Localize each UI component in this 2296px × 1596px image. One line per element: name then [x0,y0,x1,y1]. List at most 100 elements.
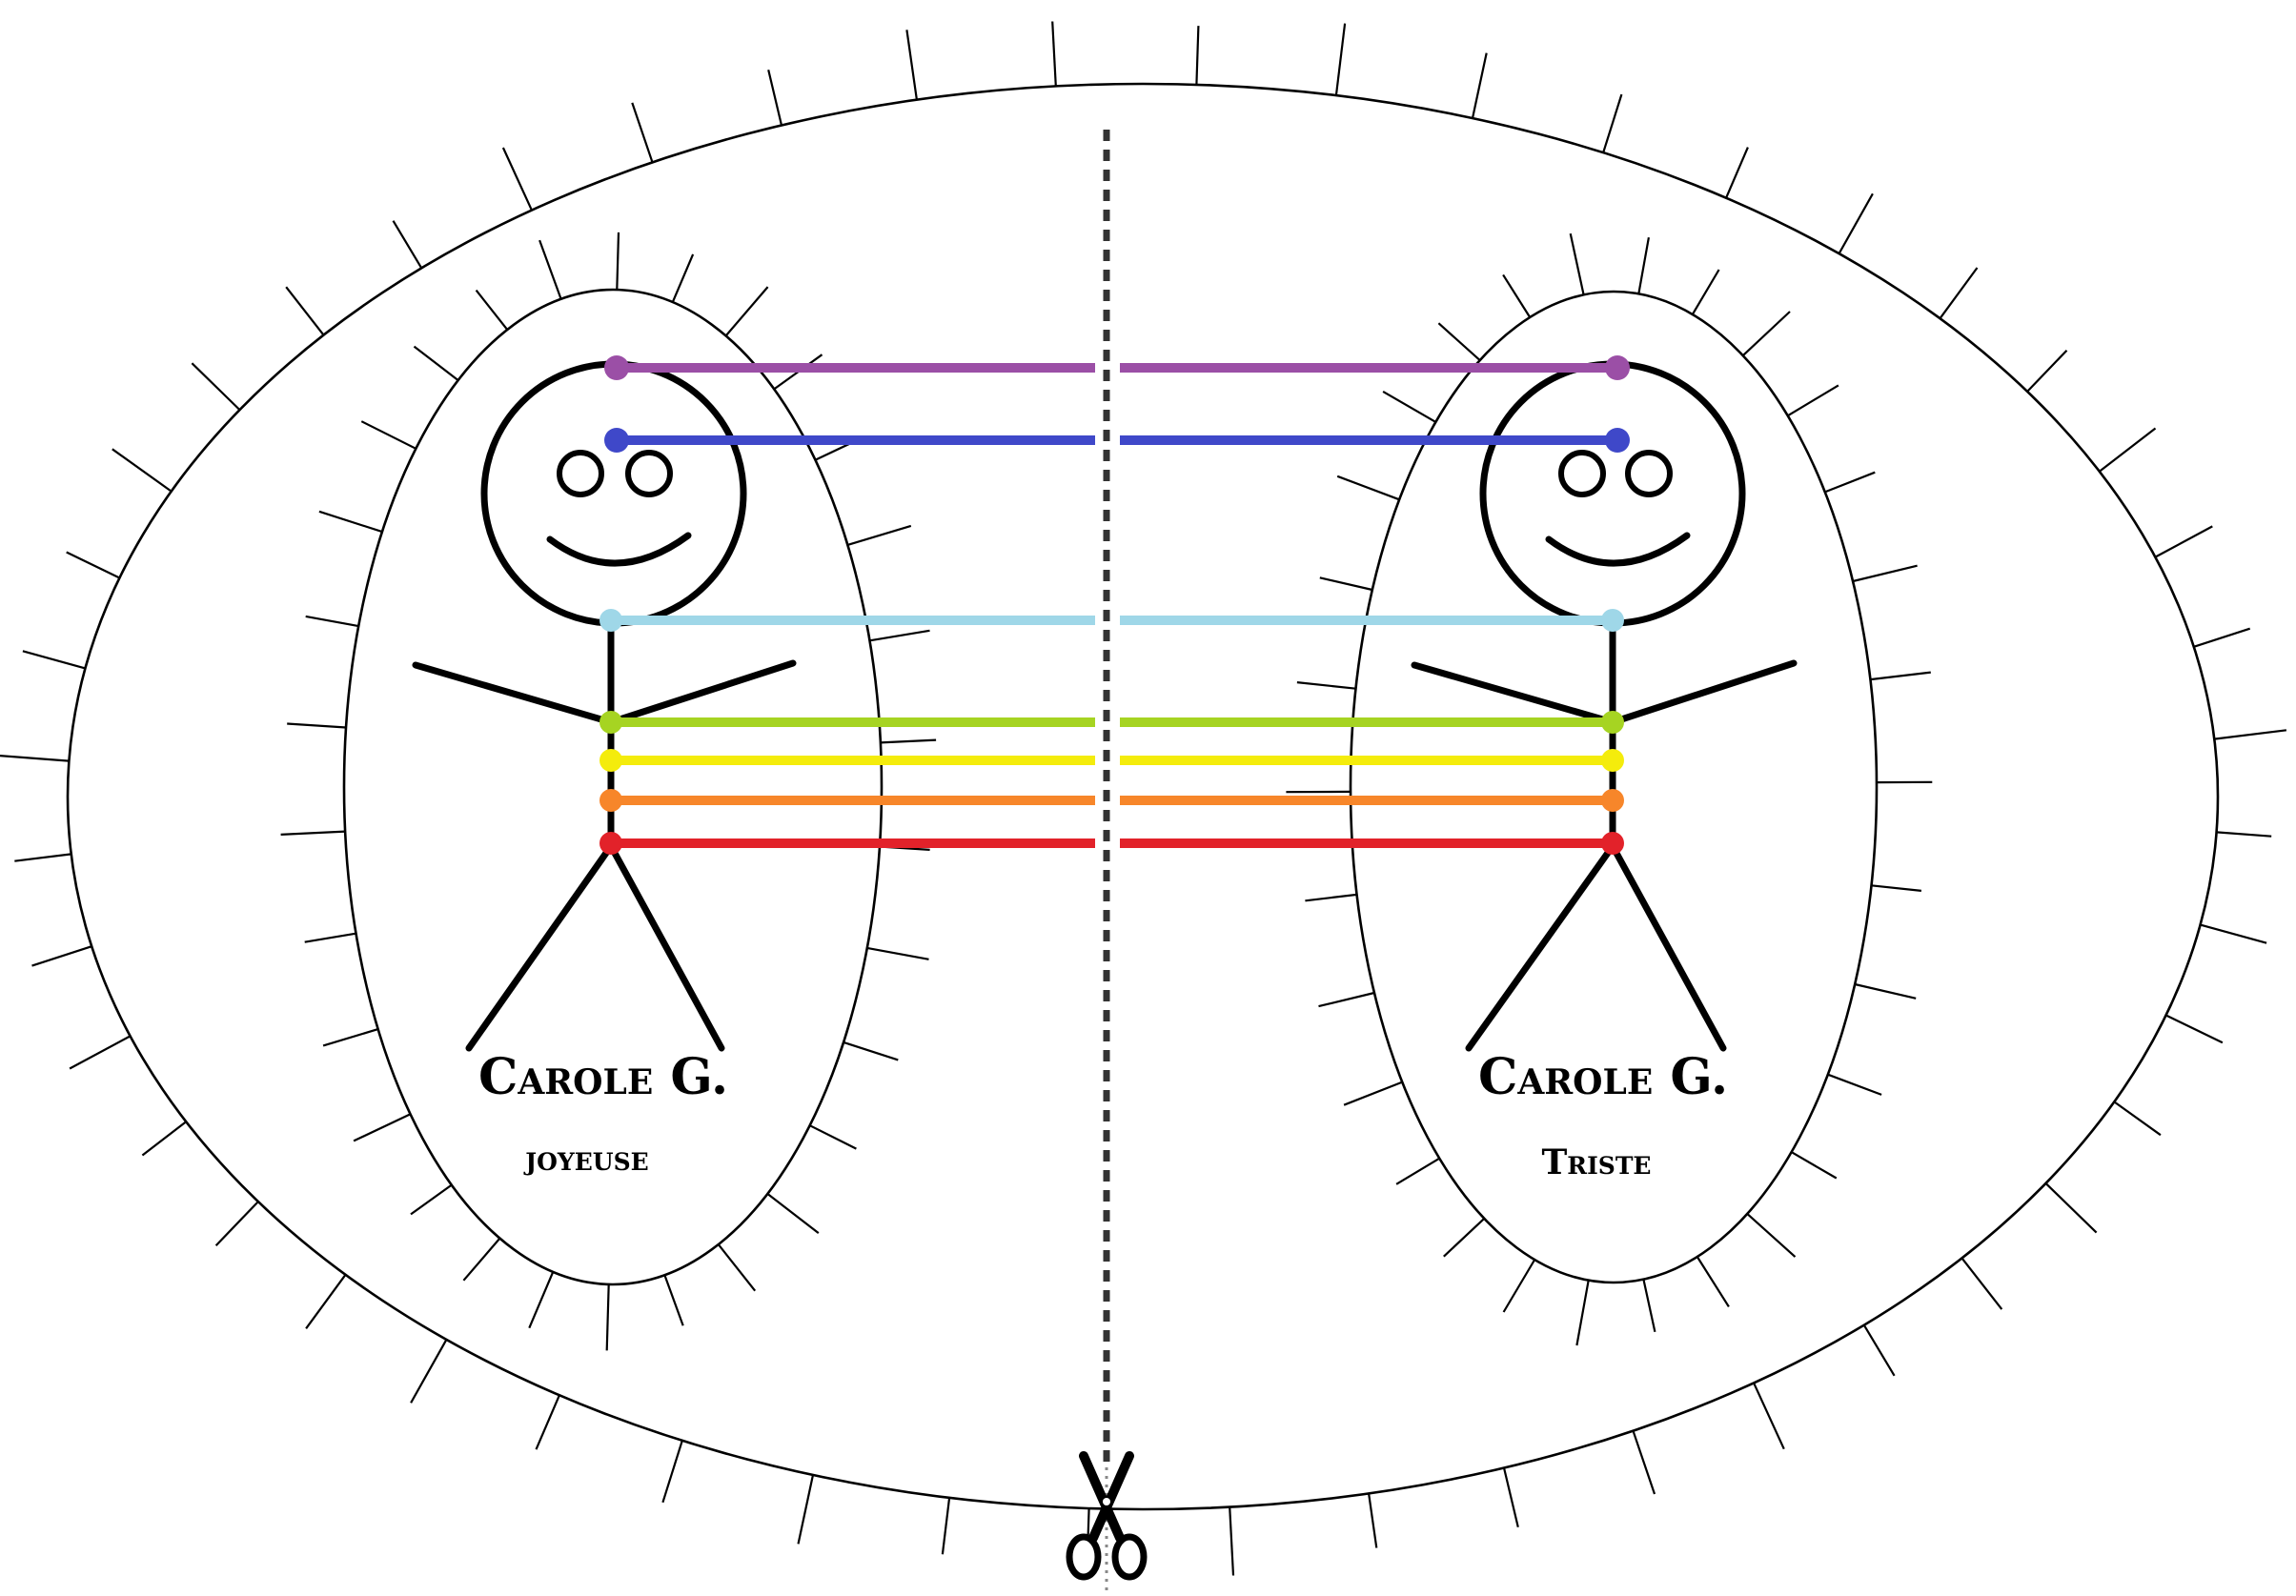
outer-aura-spike [410,1339,448,1404]
scissors-icon [1066,1451,1148,1581]
chakra-third-eye-point-left [604,428,629,453]
chakra-throat-point-right [1601,609,1624,632]
right-figure-eye-left [1558,450,1606,497]
right-aura-spikes [1286,232,1933,1346]
left-aura-spike [880,738,937,744]
right-aura-spike [1824,471,1876,494]
outer-aura-spike [1725,147,1749,199]
right-aura [1286,232,1933,1346]
right-aura-spike [1787,384,1839,417]
right-figure-mood: Triste [1542,1142,1652,1182]
right-aura-spike [1691,269,1720,315]
outer-aura-spike [66,551,120,579]
left-aura-spike [318,510,383,534]
outer-aura-spike [191,362,241,411]
chakra-root-point-left [599,832,622,855]
left-aura-spike [353,1113,412,1142]
outer-aura-spike [141,1121,187,1157]
left-aura-spike [616,232,620,291]
outer-aura-spike [1195,26,1200,85]
left-aura-spike [528,1271,555,1329]
outer-aura-spike [214,1201,259,1246]
chakra-crown-point-left [604,355,629,380]
outer-aura-spike [305,1274,347,1329]
chakra-solar-plexus-point-right [1601,749,1624,772]
outer-aura-spike [2113,1101,2162,1137]
right-figure-eye-right [1625,450,1673,497]
outer-aura-spike [1229,1506,1235,1576]
left-aura-spike [724,286,769,337]
left-figure-arm-right [607,659,797,726]
right-aura-spike [1318,991,1375,1008]
left-aura-spikes [280,232,937,1351]
left-aura-spike [322,1028,379,1047]
right-aura-spike [1296,681,1356,690]
outer-aura-spike [2165,1014,2224,1044]
left-figure-arm-left [412,661,615,726]
left-aura-spike [287,722,347,729]
chakra-third-eye-point-right [1605,428,1630,453]
outer-aura-spike [31,945,92,967]
outer-aura-spike [2026,349,2068,393]
right-aura-spike [1827,1073,1882,1096]
right-aura-spike [1336,475,1400,501]
left-aura-spike [475,289,509,331]
right-aura-spike [1319,576,1373,592]
outer-aura-spike [285,286,325,336]
chakra-solar-plexus-point-left [599,749,622,772]
outer-aura-spike [112,448,173,493]
chakra-cords [599,355,1630,855]
right-figure-arm-left [1411,661,1616,726]
right-aura-spike [1637,237,1650,294]
left-stick-figure [412,360,797,1052]
outer-aura-spike [1334,23,1347,96]
right-figure-leg-right [1609,842,1727,1052]
right-aura-spike [1870,671,1931,681]
outer-aura-spike [22,650,86,670]
outer-aura-spike [2154,525,2213,558]
outer-aura-spike [1051,21,1057,87]
outer-aura-spike [767,70,783,126]
outer-aura-spike [905,30,918,100]
outer-aura-spike [2200,923,2267,944]
left-aura-spike [717,1243,757,1292]
right-aura-spike [1502,1259,1536,1313]
chakra-sacral-point-left [599,789,622,812]
outer-aura-spike [1632,1430,1656,1495]
right-aura-spike [1871,884,1922,892]
right-aura-spike [1395,1157,1440,1185]
left-aura-spike [671,253,695,303]
right-figure-smile [1545,532,1691,567]
left-aura-spike [360,420,417,450]
outer-aura-spike [2214,729,2287,740]
right-aura-spike [1443,1217,1486,1258]
outer-aura-spike [69,1035,132,1070]
outer-aura-spike [2193,627,2251,648]
outer-aura-spike [1753,1382,1785,1450]
left-aura-outline [342,288,884,1286]
right-aura-spike [1791,1151,1838,1180]
left-aura-spike [869,629,930,642]
chakra-crown-point-right [1605,355,1630,380]
chakra-sacral-point-right [1601,789,1624,812]
right-aura-spike [1852,564,1918,583]
left-aura-spike [304,932,356,943]
outer-aura-spike [631,102,654,163]
left-figure-head [480,360,747,627]
chakra-root-point-right [1601,832,1624,855]
right-aura-spike [1437,322,1481,361]
right-aura-spike [1575,1280,1590,1346]
chakra-throat-point-left [599,609,622,632]
right-aura-outline [1349,290,1879,1284]
left-aura-spike [766,1193,820,1234]
outer-aura-spike [392,220,423,269]
right-aura-spike [1696,1256,1730,1307]
left-aura-spike [305,615,359,628]
left-figure-name: Carole G. [478,1048,728,1106]
outer-aura-spike [797,1474,815,1545]
left-aura-spike [462,1237,501,1282]
right-aura-spike [1502,273,1532,318]
outer-aura-spike [501,147,533,212]
outer-aura-spike [1961,1257,2003,1310]
left-aura-spike [605,1283,610,1351]
